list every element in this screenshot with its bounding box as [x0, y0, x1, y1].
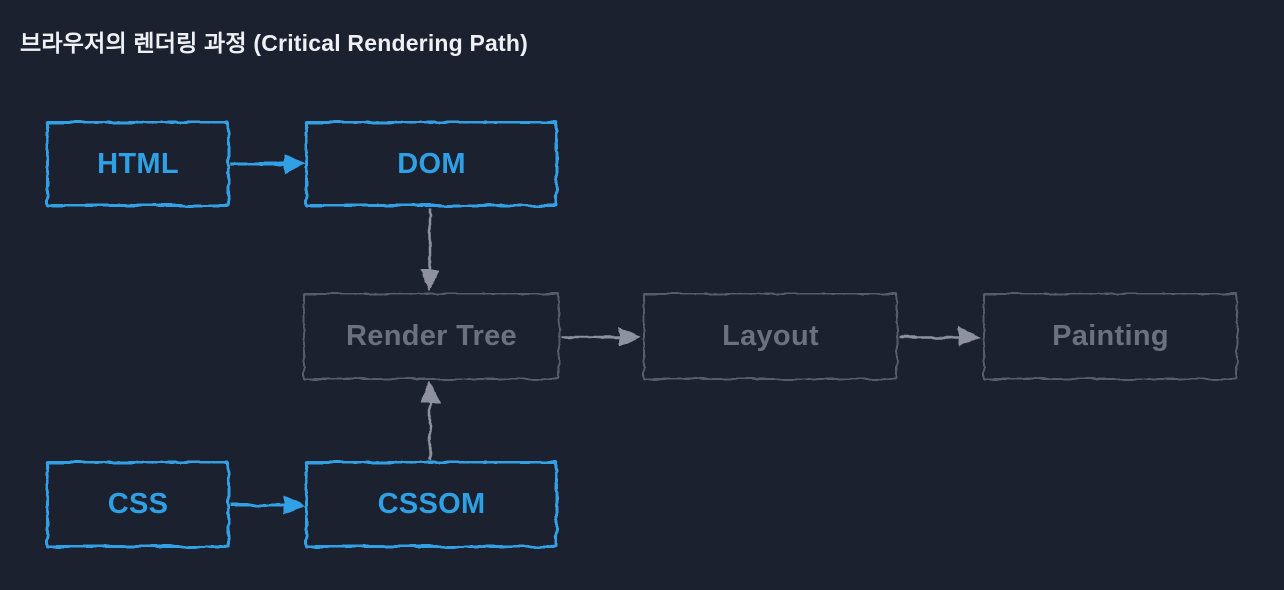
node-cssom-label: CSSOM — [377, 488, 486, 520]
diagram-title: 브라우저의 렌더링 과정 (Critical Rendering Path) — [20, 30, 529, 56]
node-dom: DOM — [305, 121, 558, 207]
node-painting-label: Painting — [1052, 320, 1169, 352]
arrow-dom-to-render-tree — [420, 209, 440, 292]
node-render-tree-border — [303, 293, 560, 380]
arrow-cssom-to-render-tree — [420, 381, 440, 459]
node-layout-border — [643, 293, 898, 380]
node-dom-label: DOM — [397, 147, 466, 180]
arrow-html-to-dom — [231, 154, 305, 174]
node-render-tree-label: Render Tree — [346, 320, 517, 352]
node-css: CSS — [46, 461, 230, 548]
node-painting-border — [983, 293, 1238, 380]
arrow-css-to-cssom — [231, 495, 305, 515]
node-css-border — [46, 461, 230, 548]
node-html: HTML — [46, 121, 230, 207]
node-layout-label: Layout — [722, 320, 819, 352]
node-html-label: HTML — [97, 147, 179, 180]
node-css-label: CSS — [107, 488, 169, 520]
node-cssom-border — [305, 461, 558, 548]
node-cssom: CSSOM — [305, 461, 558, 548]
arrow-render-tree-to-layout — [562, 327, 641, 347]
node-layout: Layout — [643, 293, 898, 380]
arrow-layout-to-painting — [900, 327, 981, 347]
node-painting: Painting — [983, 293, 1238, 380]
node-render-tree: Render Tree — [303, 293, 560, 380]
node-dom-border — [305, 121, 558, 207]
node-html-border — [46, 121, 230, 207]
